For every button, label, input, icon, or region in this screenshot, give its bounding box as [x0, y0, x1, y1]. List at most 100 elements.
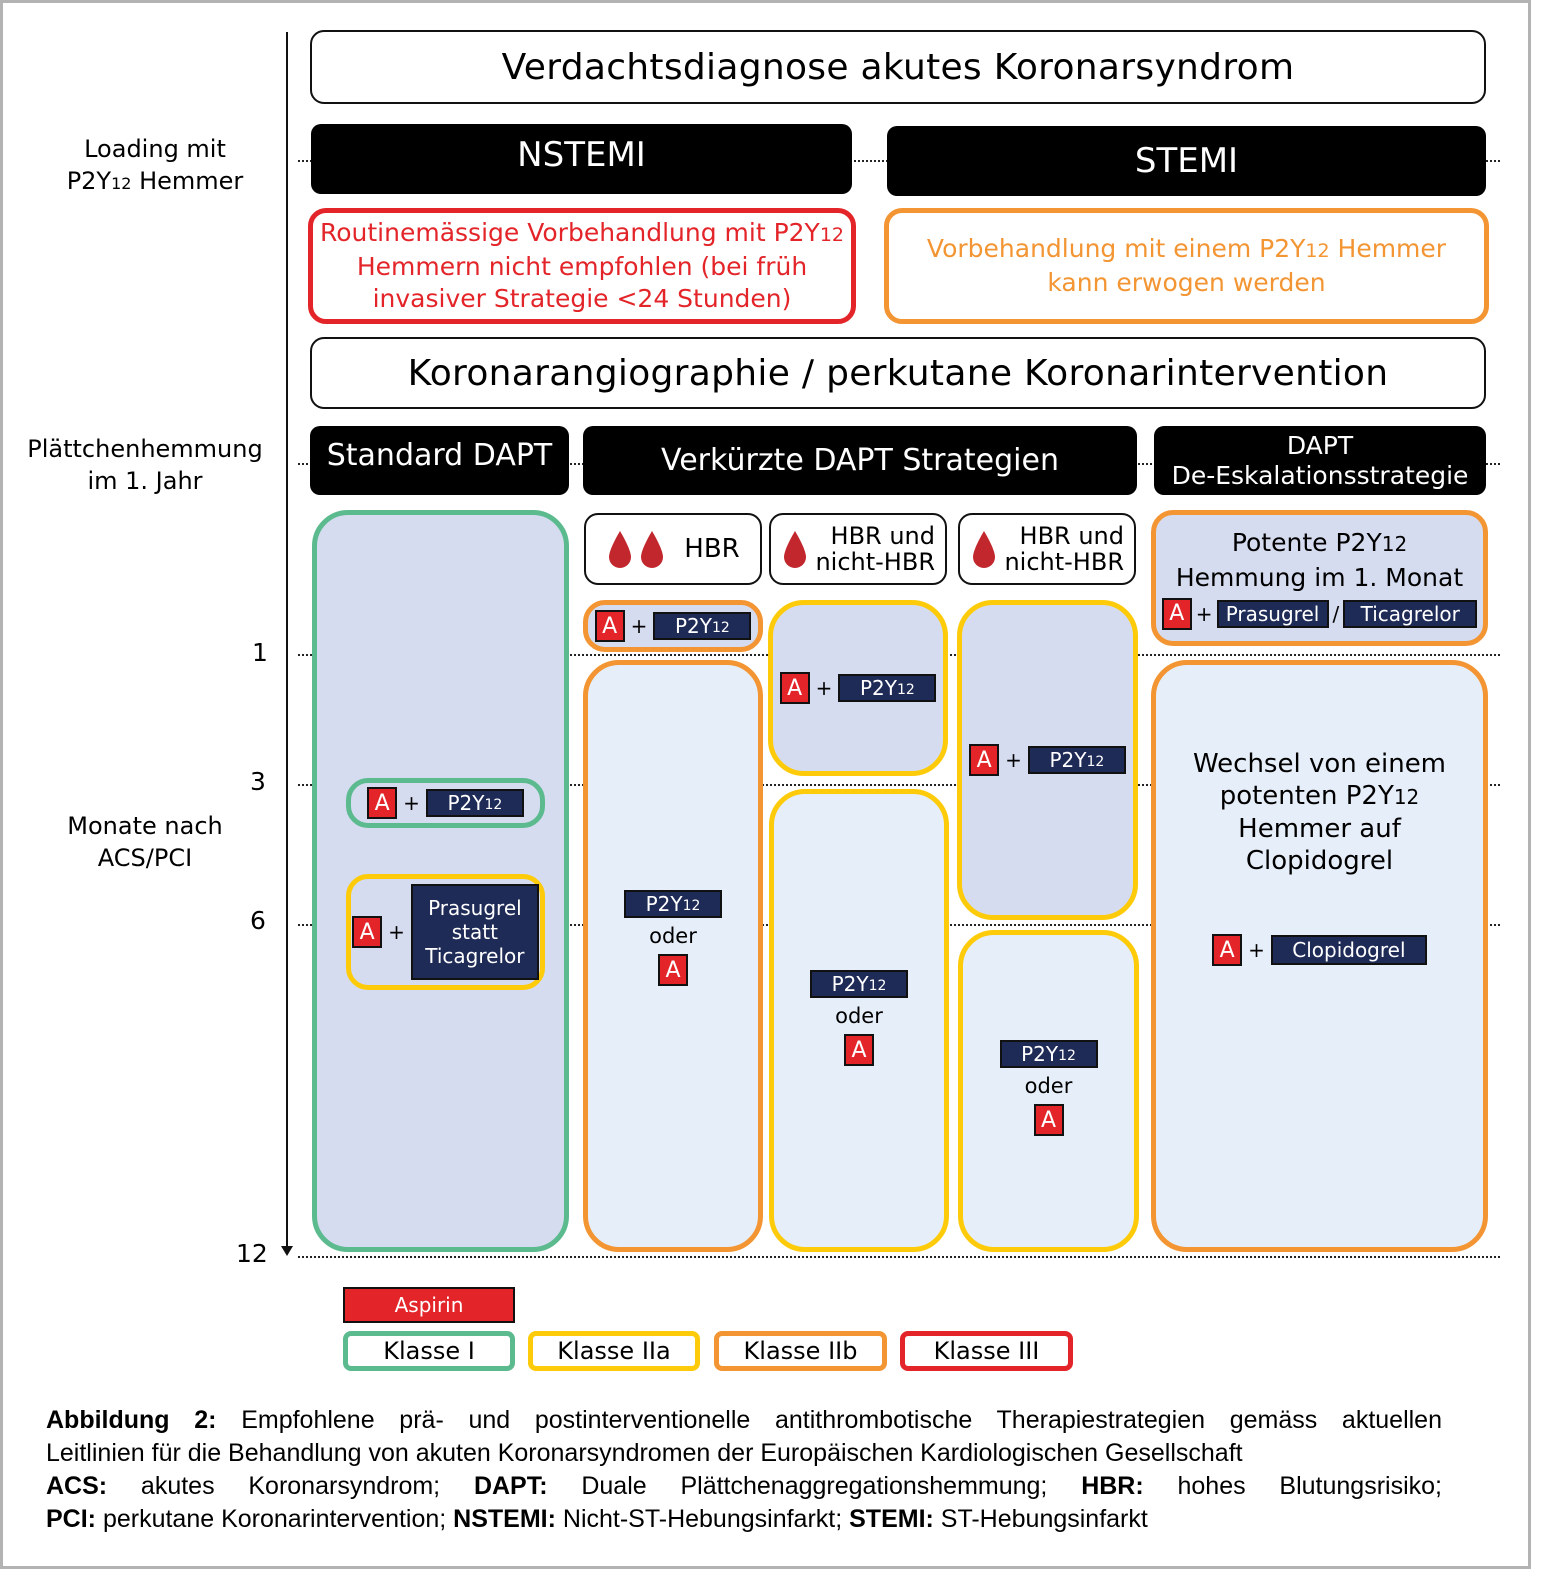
legend-class-I: Klasse I [343, 1331, 515, 1371]
platelet-label-line1: Plättchenhemmung [27, 435, 263, 463]
aspirin-badge: A [658, 954, 688, 986]
loading-axis-label: Loading mit P2Y12 Hemmer [40, 133, 270, 200]
nstemi-note-line2: Hemmern nicht empfohlen (bei früh [356, 252, 808, 281]
plus-sign: + [1005, 748, 1022, 772]
aspirin-badge: A [969, 744, 1000, 776]
prasugrel-instead-ticagrelor-regimen: A + Prasugrel statt Ticagrelor [346, 874, 545, 990]
hbr-label: HBR [684, 534, 740, 564]
caption-figure-label: Abbildung 2: [46, 1406, 217, 1434]
aspirin-badge: A [1033, 1104, 1064, 1136]
or-label: oder [649, 924, 697, 948]
tick-12-months: 12 [236, 1239, 268, 1268]
months-label-line1: Monate nach [67, 812, 223, 840]
nstemi-note-line3: invasiver Strategie <24 Stunden) [372, 284, 792, 313]
switch-line3: Hemmer auf [1238, 814, 1401, 844]
hbr-and-non-hbr-label: HBR und nicht-HBR [815, 523, 935, 575]
nstemi-pretreatment-note: Routinemässige Vorbehandlung mit P2Y12 H… [308, 208, 856, 324]
deescalation-header-line2: De-Eskalationsstrategie [1171, 460, 1469, 490]
potent-p2y12-line1: Potente P2Y12 [1231, 527, 1408, 557]
or-label: oder [1024, 1074, 1073, 1098]
aspirin-plus-clopidogrel-row: A + Clopidogrel [1212, 934, 1427, 966]
platelet-label-line2: im 1. Jahr [87, 467, 203, 495]
nstemi-note-line1: Routinemässige Vorbehandlung mit P2Y12 [319, 218, 845, 247]
figure-frame [0, 0, 1531, 1569]
figure-caption: Abbildung 2: Empfohlene prä- und postint… [46, 1404, 1442, 1536]
switch-line2: potenten P2Y12 [1219, 781, 1420, 811]
platelet-axis-label: Plättchenhemmung im 1. Jahr [15, 433, 275, 497]
drug-line3: Ticagrelor [425, 944, 525, 968]
blood-drop-icon [973, 531, 995, 568]
three-month-monotherapy-pane [769, 789, 949, 1252]
legend-class-IIa: Klasse IIa [528, 1331, 700, 1371]
tick-3-months: 3 [250, 767, 266, 796]
switch-line4: Clopidogrel [1245, 846, 1394, 876]
months-label-line2: ACS/PCI [97, 844, 193, 872]
caption-abbreviations-line1: ACS: akutes Koronarsyndrom; DAPT: Duale … [46, 1472, 1442, 1500]
blood-drop-icon [784, 531, 806, 568]
loading-label-line2: P2Y12 Hemmer [66, 167, 244, 195]
months-axis-label: Monate nach ACS/PCI [30, 810, 260, 874]
plus-sign: + [403, 791, 420, 815]
guide-line-12-months [298, 1256, 1500, 1258]
loading-label-line1: Loading mit [84, 135, 226, 163]
caption-line1: Abbildung 2: Empfohlene prä- und postint… [46, 1404, 1442, 1437]
plus-sign: + [815, 676, 833, 700]
procedure-box: Koronarangiographie / perkutane Koronari… [310, 337, 1486, 409]
potent-p2y12-line2: Hemmung im 1. Monat [1175, 562, 1464, 592]
diagnosis-box: Verdachtsdiagnose akutes Koronarsyndrom [310, 30, 1486, 104]
potent-p2y12-first-month-pane: Potente P2Y12 Hemmung im 1. Monat A + Pr… [1151, 510, 1488, 646]
ticagrelor-badge: Ticagrelor [1343, 599, 1478, 628]
hbr-and-non-hbr-label: HBR und nicht-HBR [1004, 523, 1124, 575]
stemi-note-line2: kann erwogen werden [1047, 268, 1326, 297]
switch-to-clopidogrel-text: Wechsel von einem potenten P2Y12 Hemmer … [1151, 748, 1488, 877]
hbr-and-non-hbr-subheader-1: HBR und nicht-HBR [769, 513, 947, 585]
legend-aspirin: Aspirin [343, 1287, 515, 1323]
subheader-line2: nicht-HBR [1004, 548, 1124, 576]
stemi-note-line1: Vorbehandlung mit einem P2Y12 Hemmer [926, 234, 1447, 263]
clopidogrel-badge: Clopidogrel [1270, 935, 1427, 965]
deescalation-header-line1: DAPT [1286, 430, 1354, 460]
caption-abbreviations-line2: PCI: perkutane Koronarintervention; NSTE… [46, 1505, 1148, 1533]
caption-line2: Leitlinien für die Behandlung von akuten… [46, 1439, 1243, 1467]
guide-line-3-months [298, 784, 1500, 786]
legend-class-IIb: Klasse IIb [714, 1331, 887, 1371]
aspirin-plus-clopidogrel: A + Clopidogrel [1151, 934, 1488, 966]
aspirin-badge: A [1212, 934, 1243, 966]
aspirin-badge: A [352, 916, 383, 948]
aspirin-badge: A [367, 787, 398, 819]
drug-line1: Prasugrel [428, 896, 522, 920]
tick-1-month: 1 [252, 638, 268, 667]
deescalation-header: DAPT De-Eskalationsstrategie [1154, 426, 1486, 495]
blood-drop-icon [609, 531, 632, 568]
plus-sign: + [388, 920, 405, 944]
aspirin-badge: A [594, 610, 625, 642]
caption-text-1: Empfohlene prä- und postinterventionelle… [216, 1406, 1442, 1434]
prasugrel-badge: Prasugrel [1216, 599, 1329, 628]
tick-6-months: 6 [250, 906, 266, 935]
subheader-line1: HBR und [1019, 522, 1124, 550]
aspirin-plus-prasugrel: A + Prasugrel statt Ticagrelor [352, 884, 539, 980]
legend-class-III: Klasse III [900, 1331, 1073, 1371]
slash-separator: / [1332, 601, 1340, 626]
or-label: oder [835, 1004, 883, 1028]
timeline-axis [286, 32, 288, 1250]
hbr-and-non-hbr-subheader-2: HBR und nicht-HBR [958, 513, 1136, 585]
stemi-pretreatment-note: Vorbehandlung mit einem P2Y12 Hemmer kan… [884, 208, 1489, 324]
six-month-monotherapy-pane [958, 930, 1139, 1252]
